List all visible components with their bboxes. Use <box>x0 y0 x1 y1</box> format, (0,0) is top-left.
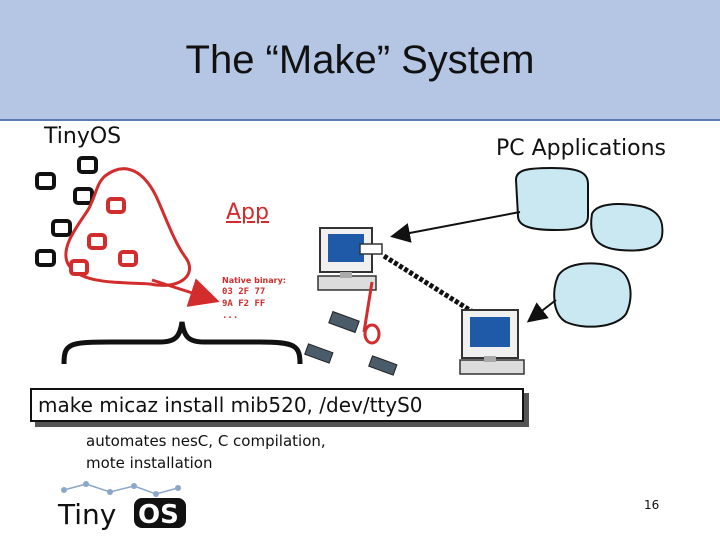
mote-device-icon <box>328 310 360 334</box>
pc-app-blob <box>514 166 589 232</box>
component-square-icon <box>87 233 107 250</box>
component-square-icon <box>69 259 89 276</box>
component-square-icon <box>73 187 94 205</box>
component-square-icon <box>106 197 126 214</box>
pc-app-blob <box>590 203 664 252</box>
title-bar: The “Make” System <box>0 0 720 121</box>
computer-icon <box>317 227 383 291</box>
mote-device-icon <box>368 355 398 376</box>
mote-device-icon <box>304 343 334 364</box>
component-square-icon <box>51 219 72 237</box>
make-command: make micaz install mib520, /dev/ttyS0 <box>38 393 423 417</box>
component-square-icon <box>118 250 138 267</box>
computer-icon <box>459 309 525 375</box>
pc-applications <box>514 166 664 328</box>
programming-cable <box>362 281 374 333</box>
component-square-icon <box>35 172 56 190</box>
programmer-board <box>363 323 381 345</box>
command-box: make micaz install mib520, /dev/ttyS0 <box>30 388 524 422</box>
native-binary-label: Native binary: <box>222 276 287 285</box>
description-line-1: automates nesC, C compilation, <box>86 432 326 450</box>
arrow-icon <box>526 299 557 323</box>
description-line-2: mote installation <box>86 454 213 472</box>
hex-line-3: ... <box>222 311 239 321</box>
motes <box>304 310 398 376</box>
slide-title: The “Make” System <box>185 38 535 82</box>
compile-arrow-icon <box>151 278 220 307</box>
hex-line-2: 9A F2 FF <box>222 299 266 309</box>
logo-text-right: OS <box>138 500 179 530</box>
tinyos-logo: Tiny OS <box>56 480 188 532</box>
tinyos-logo-graphic: Tiny OS <box>57 481 186 531</box>
pc-applications-label: PC Applications <box>496 136 667 161</box>
logo-text-left: Tiny <box>57 498 116 531</box>
tinyos-label: TinyOS <box>44 124 122 149</box>
page-number: 16 <box>644 498 660 512</box>
app-component-blob <box>64 167 192 287</box>
arrow-icon <box>390 211 521 243</box>
pc-app-blob <box>553 262 632 328</box>
component-square-icon <box>35 249 56 267</box>
tinyos-components <box>35 156 98 267</box>
serial-link <box>382 253 478 317</box>
app-components <box>69 197 138 276</box>
component-square-icon <box>77 156 98 174</box>
app-label: App <box>226 200 269 225</box>
hex-line-1: 03 2F 77 <box>222 287 266 297</box>
curly-brace <box>61 321 303 365</box>
